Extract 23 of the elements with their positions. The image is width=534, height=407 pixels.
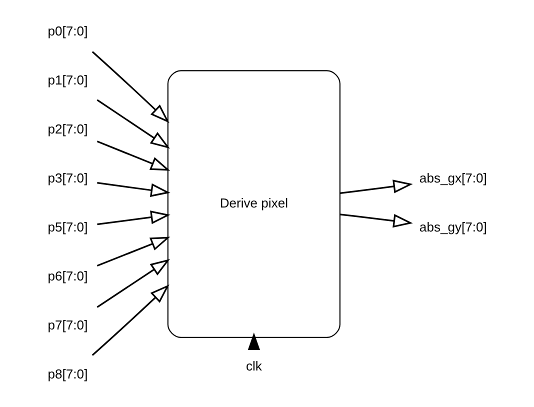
arrow xyxy=(248,332,260,350)
node-text: p7[7:0] xyxy=(48,317,88,332)
arrow xyxy=(96,258,170,308)
arrow xyxy=(97,182,170,197)
node-text: clk xyxy=(246,358,262,374)
arrow xyxy=(92,51,170,123)
node-text: p5[7:0] xyxy=(48,219,88,234)
arrow xyxy=(96,140,170,171)
arrow xyxy=(96,99,170,149)
node-text: p1[7:0] xyxy=(48,72,88,88)
arrow xyxy=(340,180,413,194)
arrow xyxy=(97,210,170,226)
node-text: p6[7:0] xyxy=(48,268,88,284)
node-box: Derive pixel xyxy=(167,70,340,338)
node-text: p3[7:0] xyxy=(48,170,88,186)
node-text: abs_gy[7:0] xyxy=(419,219,487,234)
node-text: p2[7:0] xyxy=(48,121,88,136)
arrow xyxy=(92,284,170,356)
arrow xyxy=(340,214,413,228)
node-text: abs_gx[7:0] xyxy=(419,170,487,186)
arrow xyxy=(96,236,170,267)
node-text: p8[7:0] xyxy=(48,366,88,382)
node-text: p0[7:0] xyxy=(48,23,88,38)
